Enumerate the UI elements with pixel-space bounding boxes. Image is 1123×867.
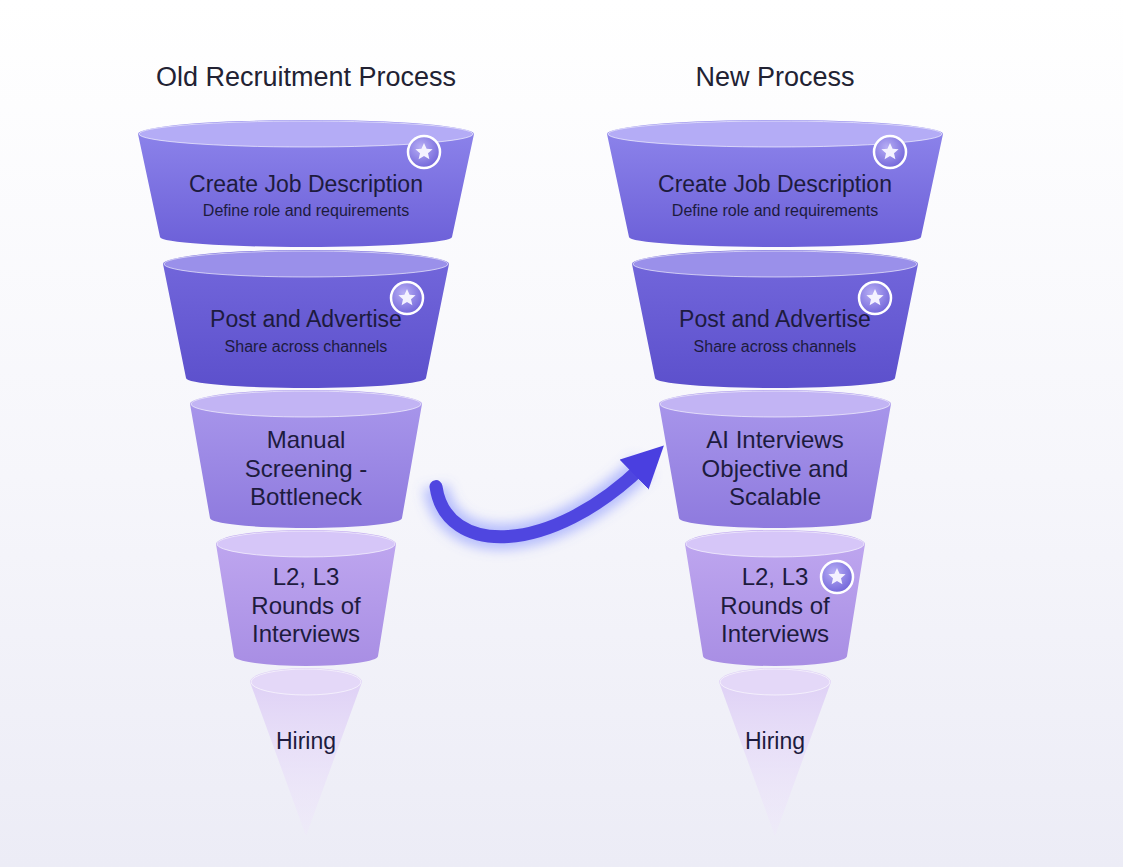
arrow-line xyxy=(436,466,643,537)
funnel-body xyxy=(719,668,831,836)
star-badge xyxy=(859,282,891,314)
funnel-rim xyxy=(164,251,448,277)
text-box: Hiring xyxy=(250,668,362,836)
funnel-body xyxy=(190,390,422,528)
text-box: Post and AdvertiseShare across channels xyxy=(163,250,449,388)
star-badge xyxy=(391,282,423,314)
funnel-tip: Hiring xyxy=(250,668,362,836)
funnel-body xyxy=(138,120,474,247)
stage-title: Hiring xyxy=(745,728,805,756)
funnel-heading: Old Recruitment Process xyxy=(156,62,456,93)
star-badge xyxy=(821,561,853,593)
funnel-body xyxy=(250,668,362,836)
stage-subtitle: Share across channels xyxy=(694,337,857,358)
funnel-rim xyxy=(608,121,942,147)
text-box: Create Job DescriptionDefine role and re… xyxy=(138,120,474,247)
stage-title: L2, L3 Rounds of Interviews xyxy=(231,563,381,649)
curved-arrow xyxy=(436,466,643,537)
stage-title: Manual Screening - Bottleneck xyxy=(211,426,401,512)
funnel-rim xyxy=(720,669,830,695)
stage-subtitle: Share across channels xyxy=(225,337,388,358)
funnel-band: Post and AdvertiseShare across channels xyxy=(163,250,449,388)
stage-title: AI Interviews Objective and Scalable xyxy=(680,426,870,512)
funnel-band: Create Job DescriptionDefine role and re… xyxy=(607,120,943,247)
funnel-body xyxy=(607,120,943,247)
funnel-body xyxy=(163,250,449,388)
funnel-heading: New Process xyxy=(695,62,854,93)
funnel-tip: Hiring xyxy=(719,668,831,836)
funnel-rim xyxy=(217,531,395,557)
text-box: L2, L3 Rounds of Interviews xyxy=(216,530,396,666)
stage-subtitle: Define role and requirements xyxy=(203,201,409,222)
funnel-body xyxy=(685,530,865,666)
text-box: Hiring xyxy=(719,668,831,836)
funnel-body xyxy=(632,250,918,388)
funnel-body xyxy=(659,390,891,528)
funnel-band: Post and AdvertiseShare across channels xyxy=(632,250,918,388)
stage-title: Create Job Description xyxy=(658,171,892,199)
funnel-band: Create Job DescriptionDefine role and re… xyxy=(138,120,474,247)
stage-title: L2, L3 Rounds of Interviews xyxy=(700,563,850,649)
star-badge xyxy=(874,136,906,168)
text-box: Create Job DescriptionDefine role and re… xyxy=(607,120,943,247)
star-badge xyxy=(408,136,440,168)
funnel-band: L2, L3 Rounds of Interviews xyxy=(685,530,865,666)
funnel-rim xyxy=(660,391,890,417)
funnel-rim xyxy=(633,251,917,277)
stage-title: Create Job Description xyxy=(189,171,423,199)
stage-title: Hiring xyxy=(276,728,336,756)
stage-subtitle: Define role and requirements xyxy=(672,201,878,222)
funnel-band: AI Interviews Objective and Scalable xyxy=(659,390,891,528)
stage-title: Post and Advertise xyxy=(210,306,402,334)
arrow-glow xyxy=(436,466,643,537)
funnel-rim xyxy=(686,531,864,557)
funnel-body xyxy=(216,530,396,666)
funnel-band: Manual Screening - Bottleneck xyxy=(190,390,422,528)
funnel-rim xyxy=(191,391,421,417)
text-box: AI Interviews Objective and Scalable xyxy=(659,390,891,528)
text-box: L2, L3 Rounds of Interviews xyxy=(685,530,865,666)
text-box: Manual Screening - Bottleneck xyxy=(190,390,422,528)
stage-title: Post and Advertise xyxy=(679,306,871,334)
funnel-band: L2, L3 Rounds of Interviews xyxy=(216,530,396,666)
funnel-rim xyxy=(251,669,361,695)
funnel-rim xyxy=(139,121,473,147)
text-box: Post and AdvertiseShare across channels xyxy=(632,250,918,388)
